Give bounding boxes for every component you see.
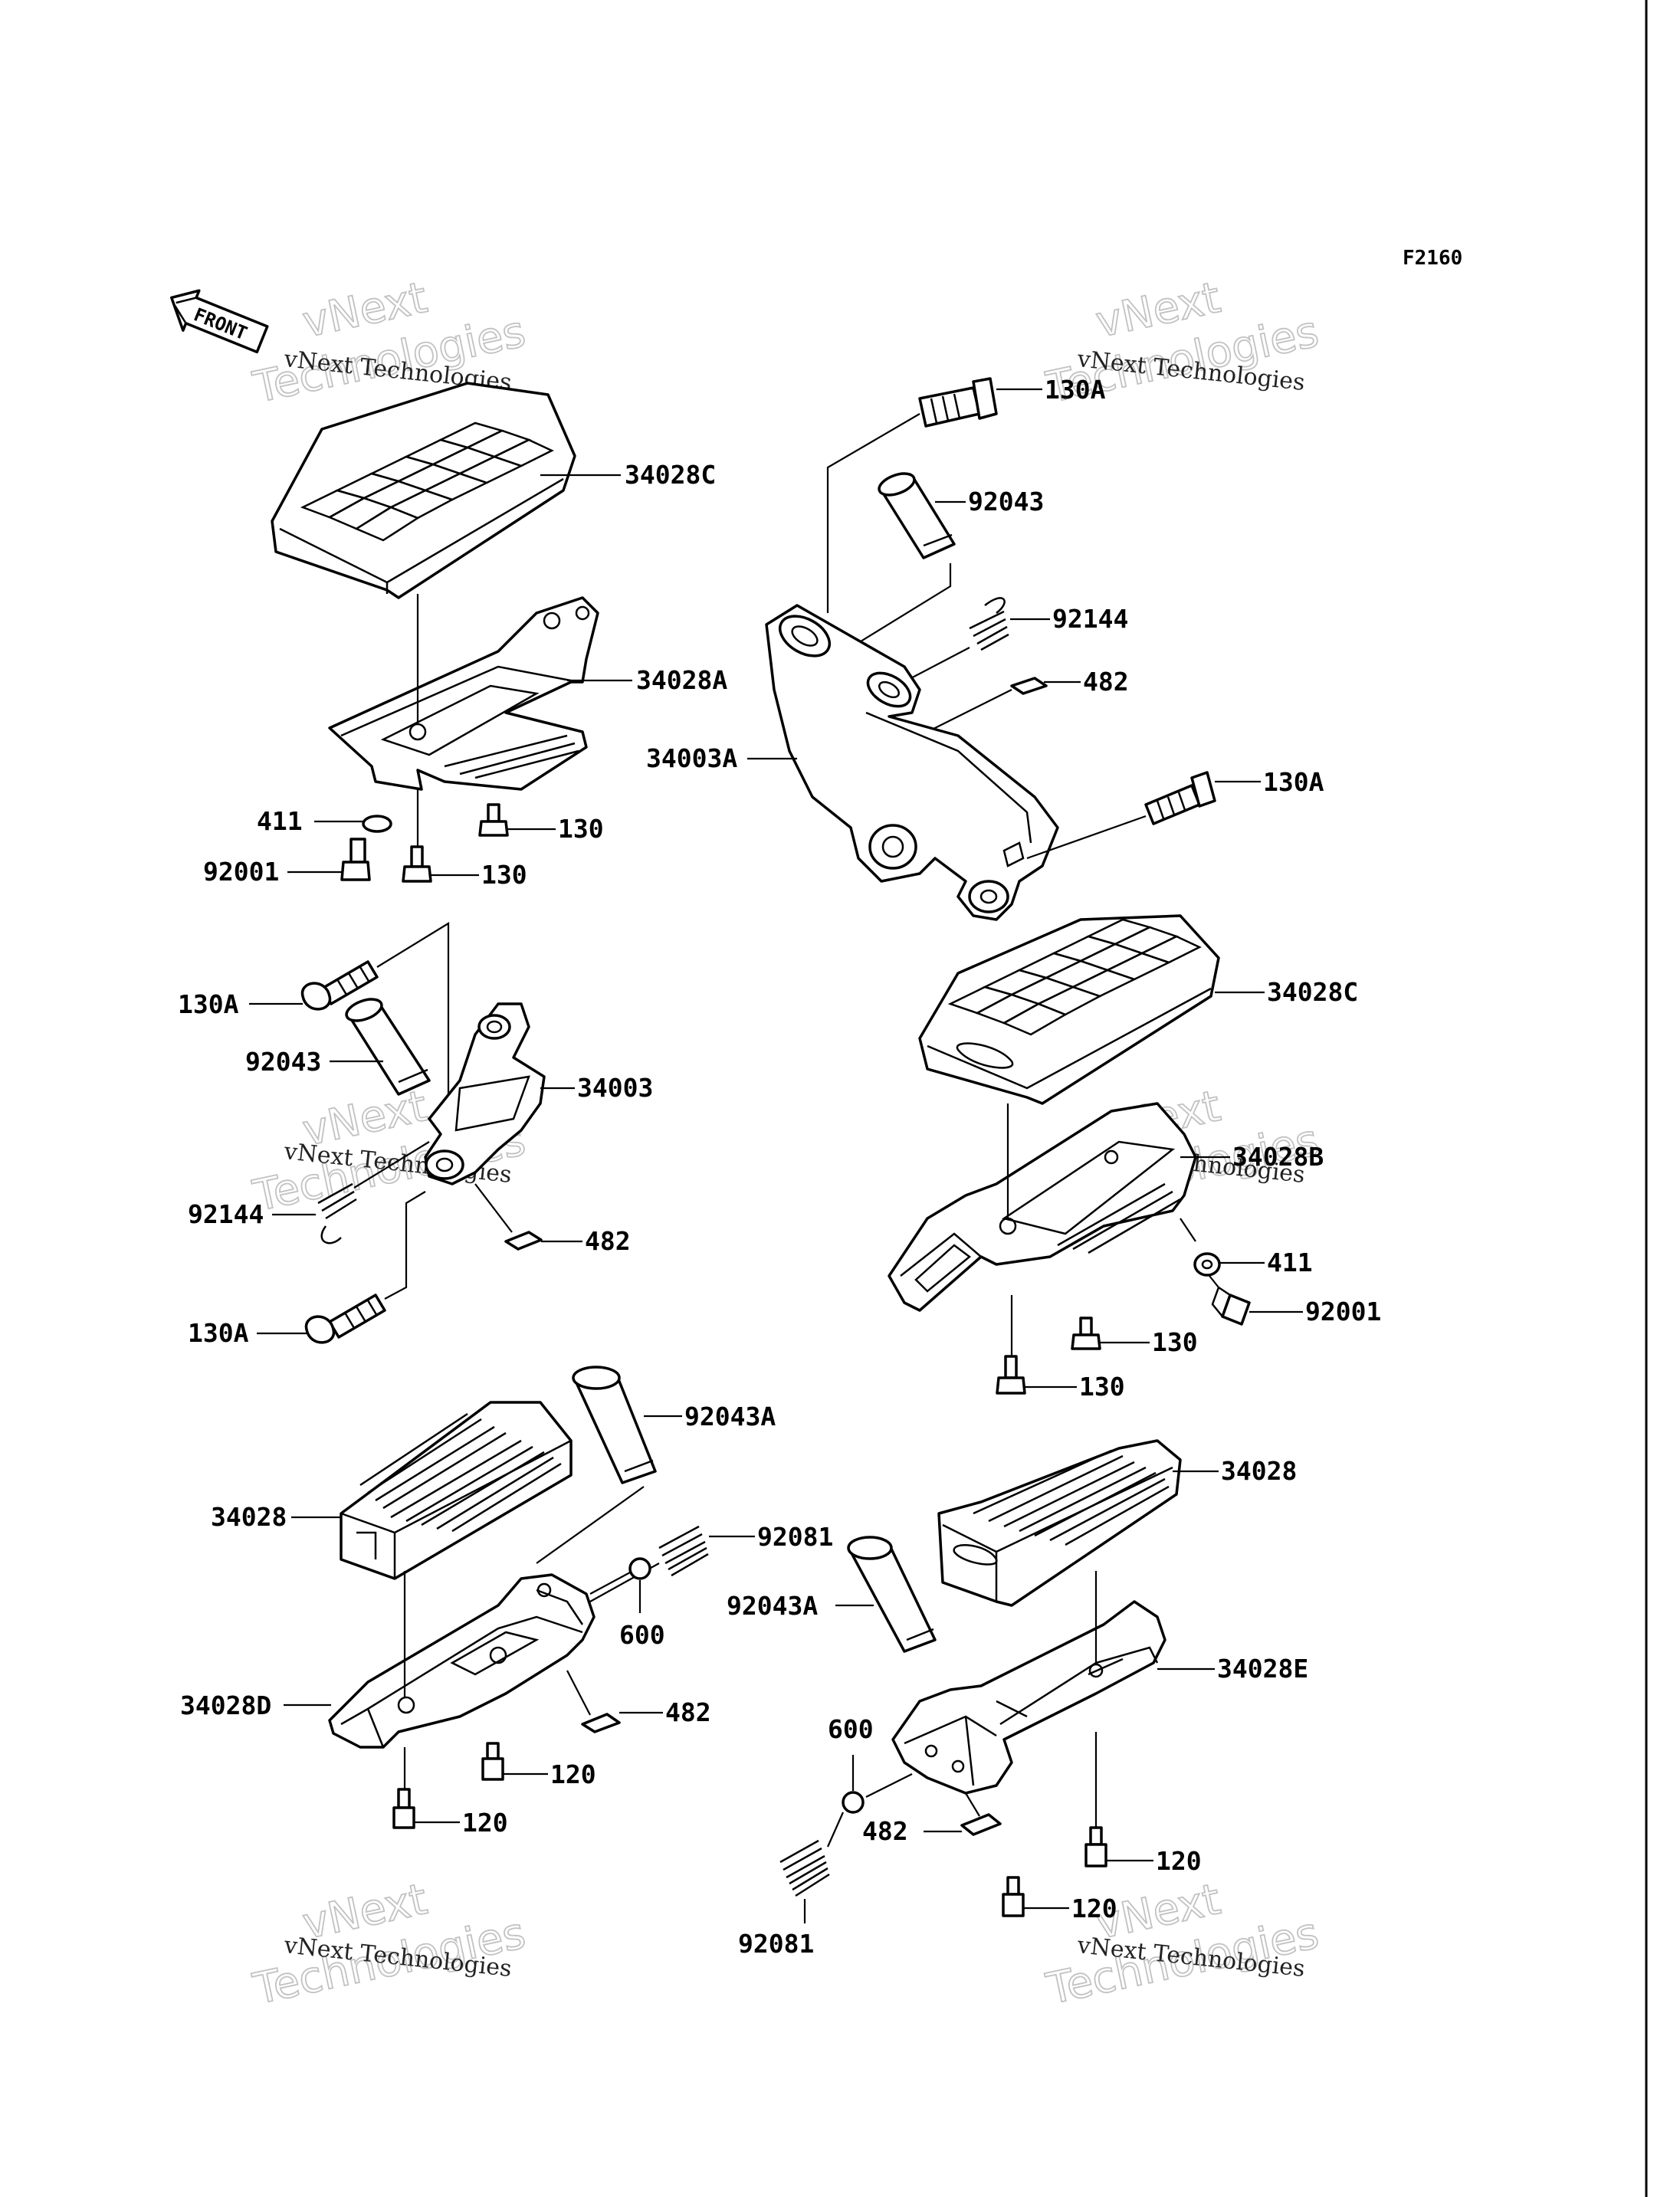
label-130-mid-b: 130	[1079, 1372, 1125, 1402]
label-34028a: 34028A	[636, 665, 727, 695]
label-482-lower-right: 482	[862, 1816, 908, 1846]
rubber-footpeg-pad-lower-left	[340, 1401, 573, 1580]
label-92001-mid: 92001	[1305, 1297, 1381, 1326]
clip-482-lower-left	[581, 1713, 621, 1733]
label-482-upper: 482	[1083, 667, 1129, 697]
label-130-upper-a: 130	[558, 814, 604, 844]
spring-92144-mid-left	[317, 1182, 357, 1244]
label-34028b: 34028B	[1232, 1142, 1324, 1172]
bracket-34003	[424, 1002, 546, 1185]
diagram-code: F2160	[1403, 247, 1462, 270]
label-92043-mid: 92043	[245, 1047, 321, 1077]
label-34003a: 34003A	[646, 743, 737, 773]
label-92043a-lower-right: 92043A	[727, 1591, 818, 1621]
pin-92043a-lower-right	[847, 1536, 937, 1653]
label-600-lower-right: 600	[828, 1714, 874, 1744]
label-411-upper: 411	[257, 806, 303, 836]
pin-92043-mid-left	[345, 998, 431, 1096]
label-92144-upper: 92144	[1052, 604, 1128, 634]
bolt-130-upper-b	[402, 845, 432, 883]
label-130a-top: 130A	[1045, 375, 1106, 405]
label-130-upper-b: 130	[481, 860, 527, 890]
label-34028-lower-right: 34028	[1221, 1456, 1297, 1486]
spring-92144-upper-right	[969, 597, 1009, 651]
ball-600-lower-left	[628, 1557, 651, 1580]
bolt-130a-mid-left-top	[300, 960, 379, 1011]
footpeg-34028e-lower-right	[891, 1600, 1166, 1795]
washer-411-upper-left	[362, 815, 392, 833]
rubber-footpeg-pad-lower-right	[937, 1439, 1182, 1607]
label-34028d: 34028D	[180, 1690, 271, 1720]
label-92144-mid: 92144	[188, 1199, 264, 1229]
bolt-92001-upper-left	[340, 838, 371, 881]
washer-411-mid-right	[1193, 1252, 1221, 1277]
label-34028e: 34028E	[1217, 1654, 1308, 1684]
watermark-6: vNext Technologies	[1042, 1874, 1324, 2015]
watermark-5: vNext Technologies	[248, 1874, 530, 2015]
footpeg-34028a-upper-left	[328, 596, 599, 791]
bracket-34003a	[765, 604, 1059, 921]
rubber-footpeg-pad-upper-left	[271, 382, 576, 599]
label-34028c-mid: 34028C	[1267, 977, 1358, 1007]
label-34028c-upper: 34028C	[625, 460, 716, 490]
spring-92081-lower-right	[779, 1839, 830, 1897]
watermark-2: vNext Technologies	[1042, 272, 1324, 414]
label-130-mid-a: 130	[1152, 1327, 1198, 1357]
label-34028-lower-left: 34028	[211, 1502, 287, 1532]
bolt-130-mid-b	[996, 1355, 1026, 1395]
ball-600-lower-right	[842, 1791, 865, 1814]
label-92001-upper: 92001	[203, 857, 279, 887]
footpeg-34028d-lower-left	[328, 1573, 596, 1749]
pin-92043-upper-right	[878, 472, 956, 559]
pin-92043a-lower-left	[572, 1366, 657, 1484]
label-120-lower-right-b: 120	[1071, 1894, 1117, 1923]
bolt-92001-mid-right	[1211, 1286, 1251, 1326]
label-92081-lower-left: 92081	[757, 1522, 833, 1552]
bolt-120-lower-left-a	[481, 1742, 504, 1781]
bolt-130a-mid-left-bottom	[304, 1294, 386, 1344]
bolt-130-upper-a	[478, 803, 509, 837]
bolt-130a-top	[918, 377, 998, 428]
label-482-lower-left: 482	[665, 1697, 711, 1727]
label-600-lower-left: 600	[619, 1620, 665, 1650]
label-92081-lower-right: 92081	[738, 1929, 814, 1959]
clip-482-lower-right	[960, 1813, 1002, 1836]
bolt-120-lower-right-a	[1084, 1826, 1107, 1867]
label-120-lower-right-a: 120	[1156, 1846, 1202, 1876]
bolt-130-mid-a	[1071, 1317, 1101, 1350]
label-92043-upper: 92043	[968, 487, 1044, 516]
label-411-mid: 411	[1267, 1248, 1313, 1277]
footpeg-34028b-mid-right	[888, 1102, 1197, 1312]
front-arrow-icon: FRONT	[170, 289, 269, 354]
label-130a-right: 130A	[1263, 767, 1324, 797]
bolt-120-lower-left-b	[392, 1788, 415, 1829]
rubber-footpeg-pad-mid-right	[918, 914, 1220, 1105]
label-120-lower-left-b: 120	[462, 1808, 508, 1838]
bolt-130a-right	[1144, 771, 1216, 825]
label-34003: 34003	[577, 1073, 653, 1103]
spring-92081-lower-left	[658, 1525, 709, 1577]
clip-482-upper-right	[1010, 677, 1048, 695]
label-482-mid: 482	[585, 1226, 631, 1256]
label-130a-mid-left-top: 130A	[178, 989, 239, 1019]
bolt-120-lower-right-b	[1002, 1876, 1025, 1917]
label-130a-mid-left-bottom: 130A	[188, 1318, 249, 1348]
label-92043a-lower: 92043A	[684, 1402, 776, 1431]
label-120-lower-left-a: 120	[550, 1759, 596, 1789]
clip-482-mid-left	[504, 1231, 543, 1251]
